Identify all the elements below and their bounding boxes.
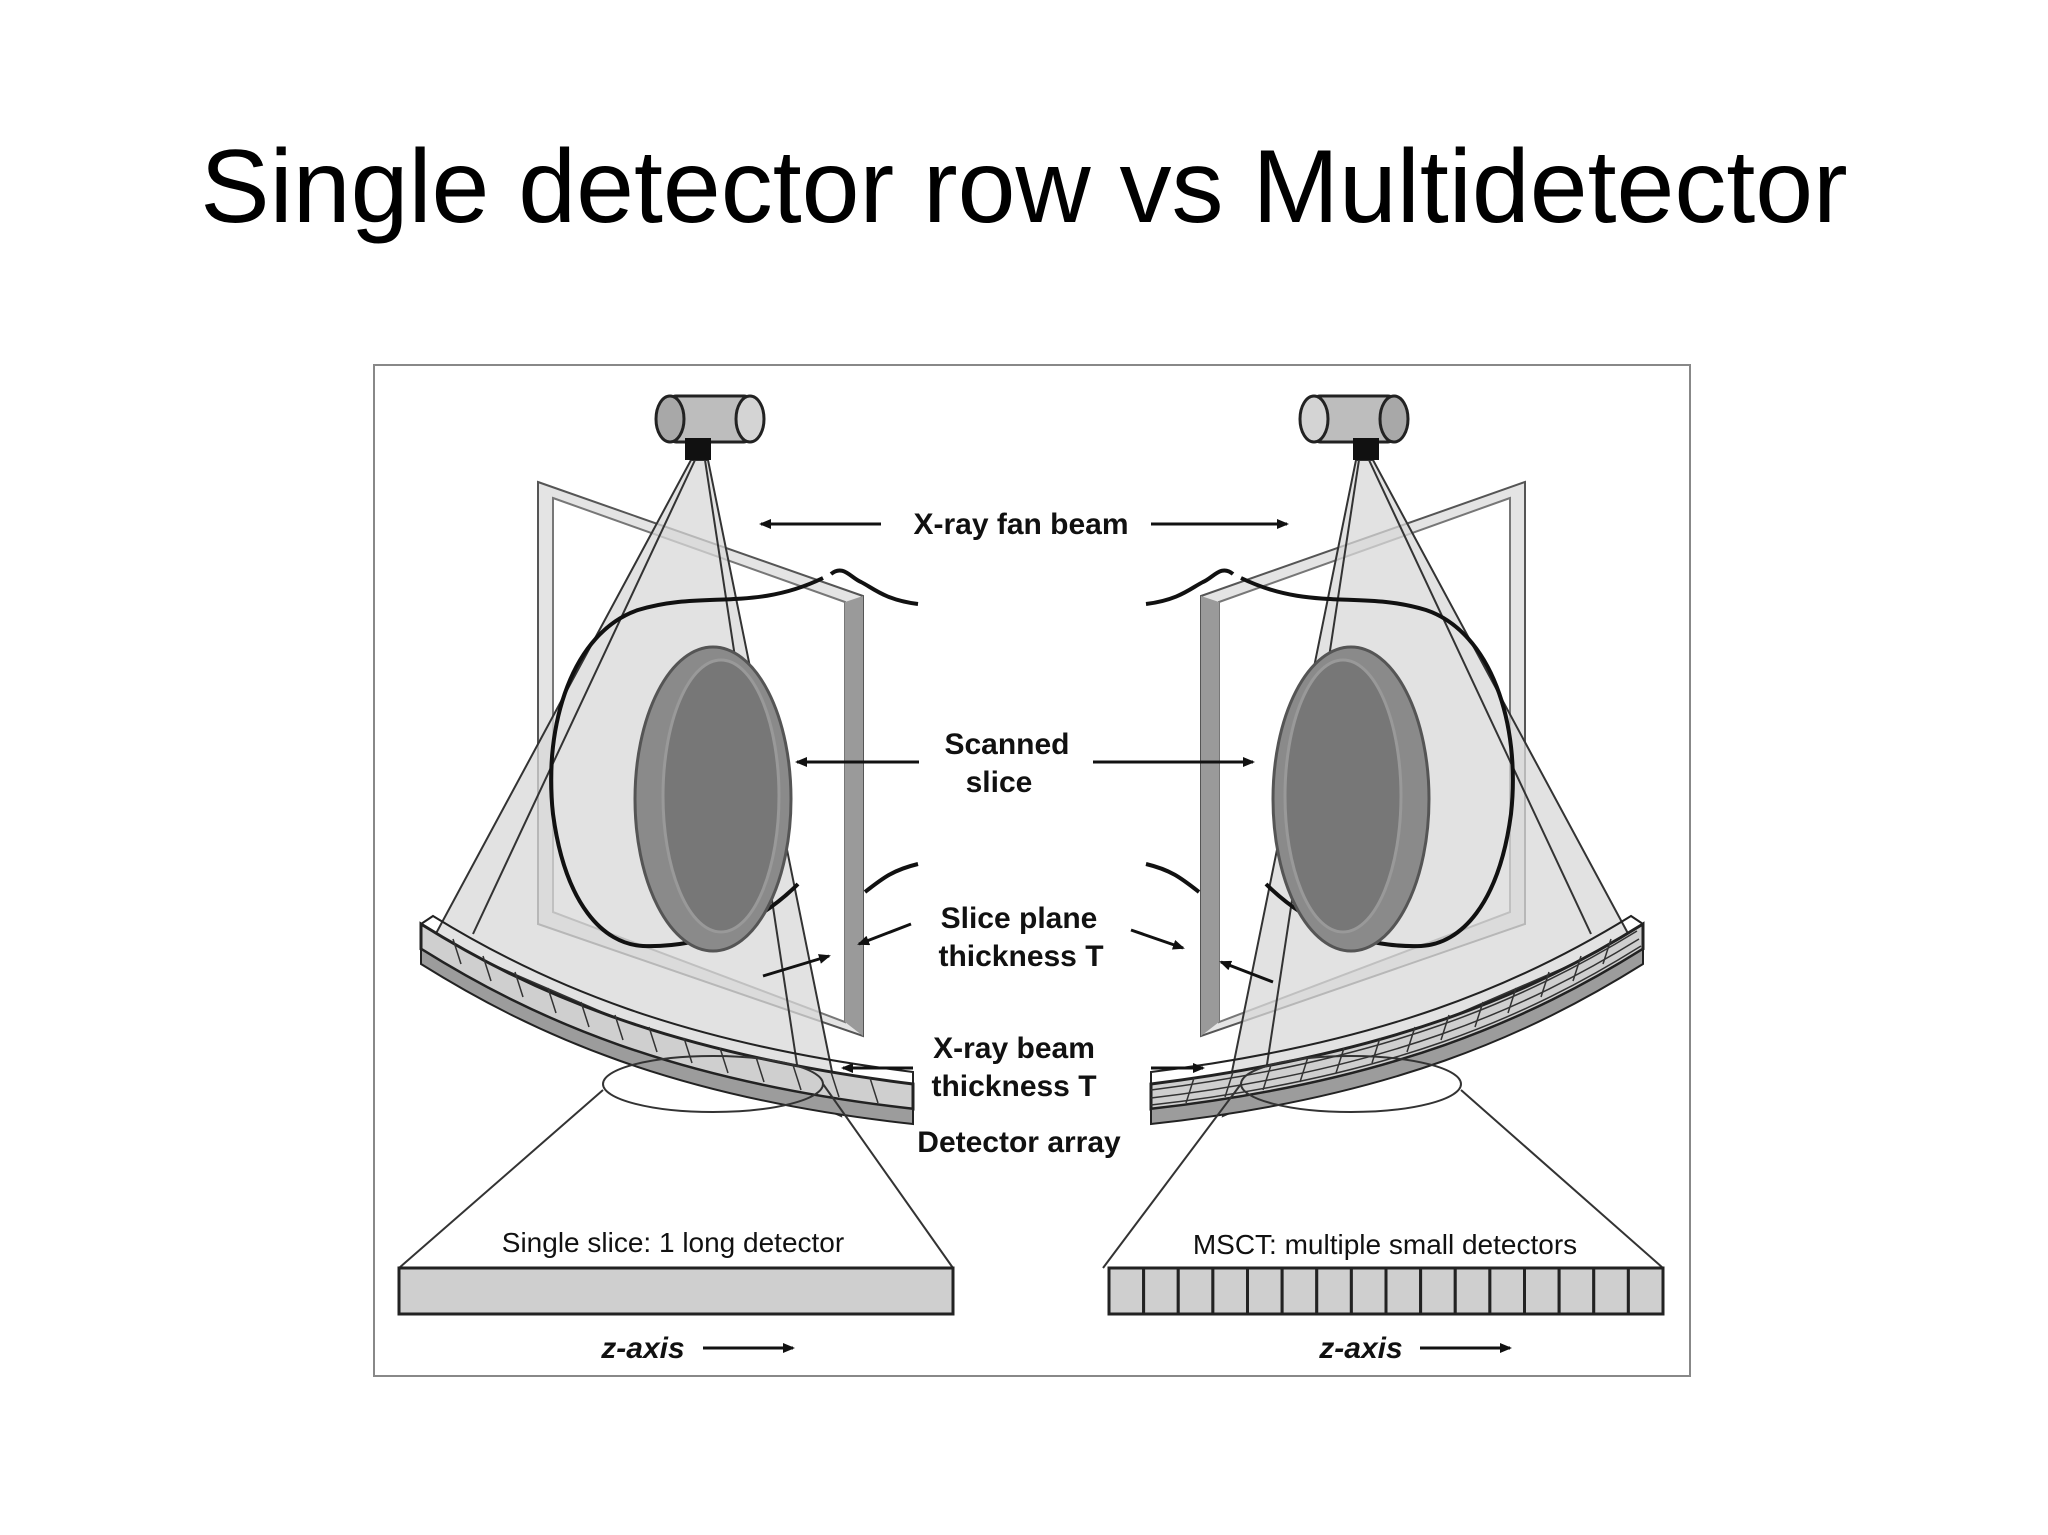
msct-detector-cell: [1349, 1266, 1388, 1316]
label-slice-plane-2: thickness T: [938, 940, 1103, 973]
msct-detector-cell: [1453, 1266, 1492, 1316]
msct-detector-cell: [1557, 1266, 1596, 1316]
label-detector-array: Detector array: [917, 1126, 1121, 1159]
label-fan-beam: X-ray fan beam: [913, 508, 1128, 541]
left-detector-array: [419, 914, 915, 1126]
msct-detector-cell: [1419, 1266, 1457, 1316]
msct-detector-cell: [1142, 1266, 1180, 1316]
msct-detector-cell: [1488, 1266, 1526, 1316]
left-scanner: [397, 394, 955, 1316]
right-scanner: [1102, 394, 1665, 1316]
slide-title: Single detector row vs Multidetector: [200, 129, 1848, 245]
label-z-axis-right: z-axis: [1318, 1332, 1402, 1365]
msct-detector-cell: [1626, 1266, 1665, 1316]
label-beam-thickness-2: thickness T: [931, 1070, 1096, 1103]
left-xray-tube-icon: [654, 394, 766, 460]
msct-detector-cell: [1280, 1266, 1319, 1316]
label-z-axis-left: z-axis: [600, 1332, 684, 1365]
right-xray-tube-icon: [1298, 394, 1410, 460]
msct-detector-row: [1107, 1266, 1665, 1316]
msct-detector-cell: [1211, 1266, 1249, 1316]
msct-detector-cell: [1315, 1266, 1353, 1316]
single-long-detector: [397, 1266, 955, 1316]
right-detector-array: [1149, 914, 1645, 1126]
msct-detector-cell: [1523, 1266, 1561, 1316]
msct-detector-cell: [1107, 1266, 1146, 1316]
msct-detector-cell: [1384, 1266, 1423, 1316]
msct-detector-cell: [1246, 1266, 1284, 1316]
label-slice-plane-1: Slice plane: [941, 902, 1098, 935]
label-msct: MSCT: multiple small detectors: [1193, 1229, 1577, 1260]
callout-arrows: [703, 519, 1512, 1353]
msct-detector-cell: [1592, 1266, 1630, 1316]
label-scanned-slice-2: slice: [966, 766, 1033, 799]
label-scanned-slice-1: Scanned: [944, 728, 1069, 761]
label-single-slice: Single slice: 1 long detector: [502, 1227, 844, 1258]
msct-detector-cell: [1176, 1266, 1215, 1316]
ct-detector-diagram: X-ray fan beam Scanned slice Slice plane…: [373, 364, 1691, 1377]
label-beam-thickness-1: X-ray beam: [933, 1032, 1095, 1065]
